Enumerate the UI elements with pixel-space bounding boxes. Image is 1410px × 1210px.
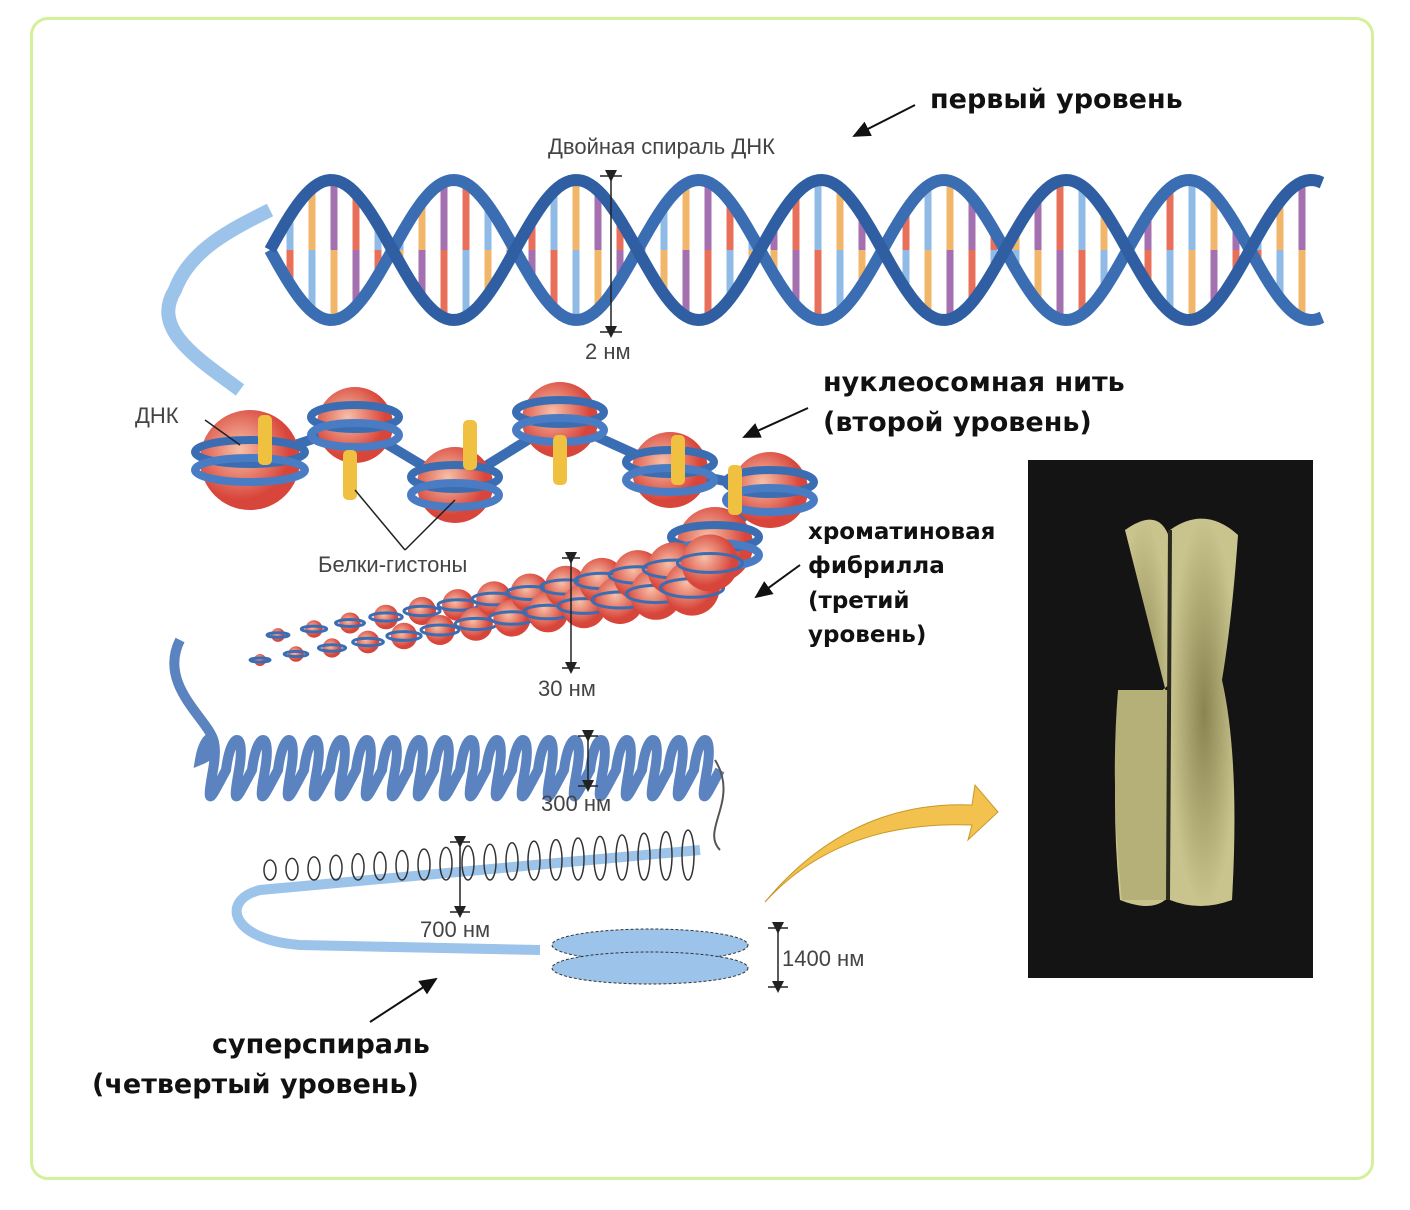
- chromatid-band: [551, 951, 749, 985]
- dna-wrap: [512, 396, 608, 428]
- nucleosome: [356, 630, 380, 654]
- loop: [351, 852, 365, 881]
- nucleosome: [305, 620, 323, 638]
- loop: [263, 859, 277, 881]
- dna-wrap: [299, 624, 329, 634]
- dna-wrap: [307, 419, 403, 451]
- dna-wrap: [622, 464, 718, 496]
- chromatin-fiber: [248, 534, 744, 666]
- dna-wrap: [248, 656, 272, 664]
- level-2-label-line2: (второй уровень): [823, 407, 1092, 438]
- dna-wrap: [307, 401, 403, 433]
- loop: [395, 849, 409, 881]
- helix-strand: [264, 173, 1325, 327]
- size-300nm-label: 300 нм: [541, 791, 612, 816]
- loop: [527, 840, 541, 881]
- loop: [373, 851, 387, 881]
- histone-h1: [343, 450, 357, 500]
- level-4-label-line2: (четвертый уровень): [92, 1069, 419, 1100]
- histone-h1: [258, 415, 272, 465]
- level-1-label: первый уровень: [930, 84, 1183, 115]
- coiled-fiber: [169, 637, 725, 802]
- dna-strand: [161, 203, 274, 396]
- level-2-label-line1: нуклеосомная нить: [823, 367, 1125, 398]
- level-3-label-line3: (третий: [808, 588, 910, 614]
- double-helix-label: Двойная спираль ДНК: [548, 134, 775, 159]
- size-1400nm-label: 1400 нм: [782, 946, 865, 971]
- dna-wrap: [191, 454, 309, 486]
- size-30nm-label: 30 нм: [538, 676, 596, 701]
- supercoil: [169, 637, 749, 985]
- nucleosome: [254, 654, 266, 666]
- dna-wrap: [368, 611, 404, 623]
- loop: [483, 843, 497, 881]
- level-3-label-line4: уровень): [808, 622, 927, 648]
- loop: [615, 834, 629, 881]
- loop: [505, 841, 519, 881]
- loop: [593, 835, 607, 881]
- dna-wrap: [722, 484, 818, 516]
- loop: [637, 832, 651, 881]
- arrow-icon: [742, 407, 809, 438]
- level-4-label-line1: суперспираль: [212, 1029, 430, 1060]
- scale-bars: [204, 170, 788, 993]
- loop: [329, 854, 343, 881]
- size-700nm-label: 700 нм: [420, 917, 491, 942]
- dna-wrap: [407, 461, 503, 493]
- dna-wrap: [407, 479, 503, 511]
- arrow-icon: [754, 564, 801, 599]
- dna-wrap: [351, 636, 385, 648]
- nucleosome: [288, 646, 304, 662]
- dna-wrap: [334, 618, 366, 628]
- nucleosome-string: [191, 382, 818, 583]
- dna-wrap: [385, 630, 423, 642]
- dna-wrap: [191, 436, 309, 468]
- arrow-icon: [852, 104, 916, 137]
- loop: [549, 838, 563, 881]
- loop: [307, 856, 321, 881]
- dna-double-helix: [161, 173, 1325, 396]
- yellow-arrow-icon: [764, 783, 999, 903]
- supercoil-band: [231, 845, 701, 955]
- loop: [285, 857, 299, 881]
- loop: [659, 830, 673, 881]
- dna-wrap: [316, 643, 348, 653]
- loop: [417, 848, 431, 881]
- nucleosome: [407, 596, 437, 626]
- frame-border: [30, 17, 1374, 1180]
- dna-wrap: [402, 604, 442, 618]
- dna-wrap: [676, 552, 744, 574]
- dna-label: ДНК: [135, 403, 179, 428]
- nucleosome: [390, 622, 418, 650]
- dna-wrap: [722, 466, 818, 498]
- dna-wrap: [265, 631, 291, 639]
- dna-wrap: [419, 623, 461, 637]
- size-2nm-label: 2 нм: [585, 339, 631, 364]
- loop: [439, 846, 453, 881]
- dna-wrap: [282, 649, 310, 659]
- nucleosome: [271, 628, 285, 642]
- histones-label: Белки-гистоны: [318, 552, 468, 577]
- nucleosome: [681, 534, 739, 592]
- histone-h1: [463, 420, 477, 470]
- helix-strand: [264, 173, 1325, 327]
- arrow-icon: [369, 977, 438, 1023]
- nucleosome: [339, 612, 361, 634]
- chromosome-icon: [1114, 518, 1238, 906]
- fiber-thread: [713, 759, 725, 851]
- nucleosome: [425, 615, 455, 645]
- loop: [571, 837, 585, 881]
- level-3-label-line2: фибрилла: [808, 553, 945, 579]
- dna-wrap: [622, 446, 718, 478]
- histone-h1: [671, 435, 685, 485]
- histone-h1: [553, 435, 567, 485]
- nucleosome: [373, 604, 399, 630]
- level-3-label-line1: хроматиновая: [808, 519, 996, 545]
- histone-h1: [728, 465, 742, 515]
- nucleosome: [322, 638, 342, 658]
- nucleosome: [459, 607, 493, 641]
- loop: [681, 829, 695, 881]
